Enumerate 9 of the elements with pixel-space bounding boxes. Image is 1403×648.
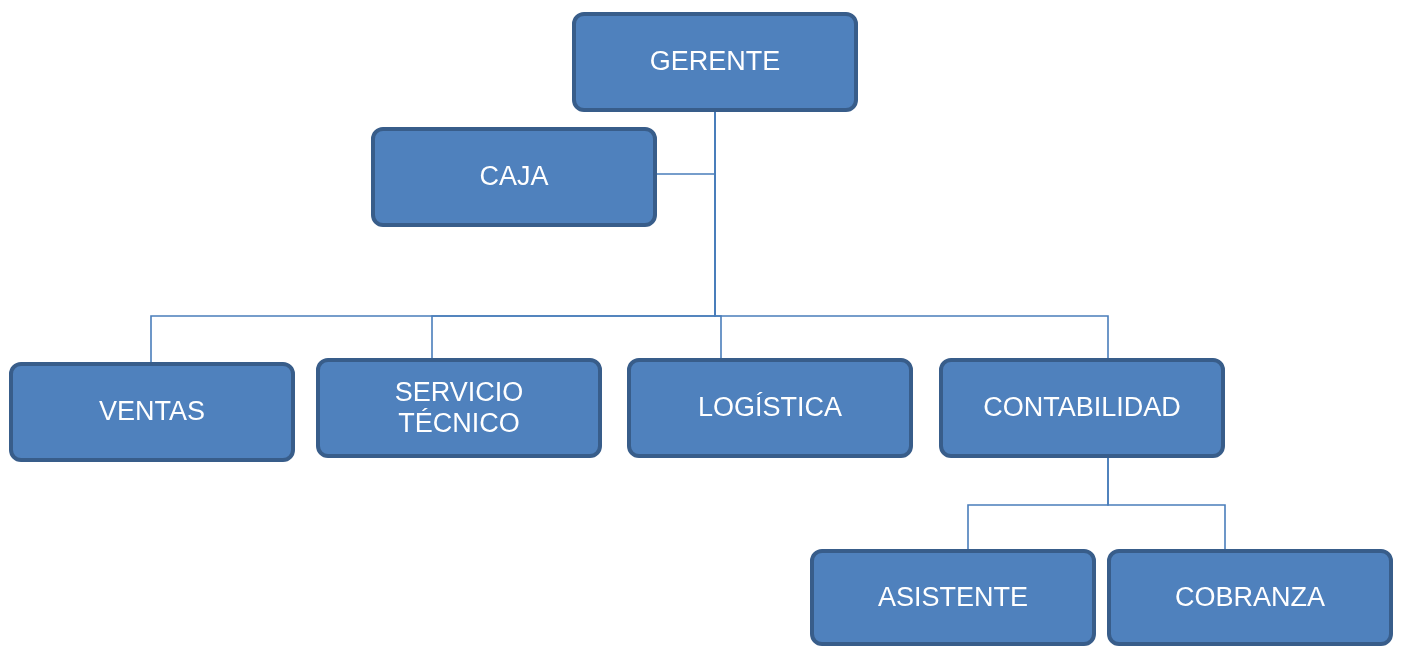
org-box: CONTABILIDAD xyxy=(939,358,1225,458)
org-box: GERENTE xyxy=(572,12,858,112)
org-box: SERVICIO TÉCNICO xyxy=(316,358,602,458)
org-box: LOGÍSTICA xyxy=(627,358,913,458)
connector-line xyxy=(1107,457,1226,550)
org-box: CAJA xyxy=(371,127,657,227)
org-box: VENTAS xyxy=(9,362,295,462)
org-box: ASISTENTE xyxy=(810,549,1096,646)
org-box: COBRANZA xyxy=(1107,549,1393,646)
